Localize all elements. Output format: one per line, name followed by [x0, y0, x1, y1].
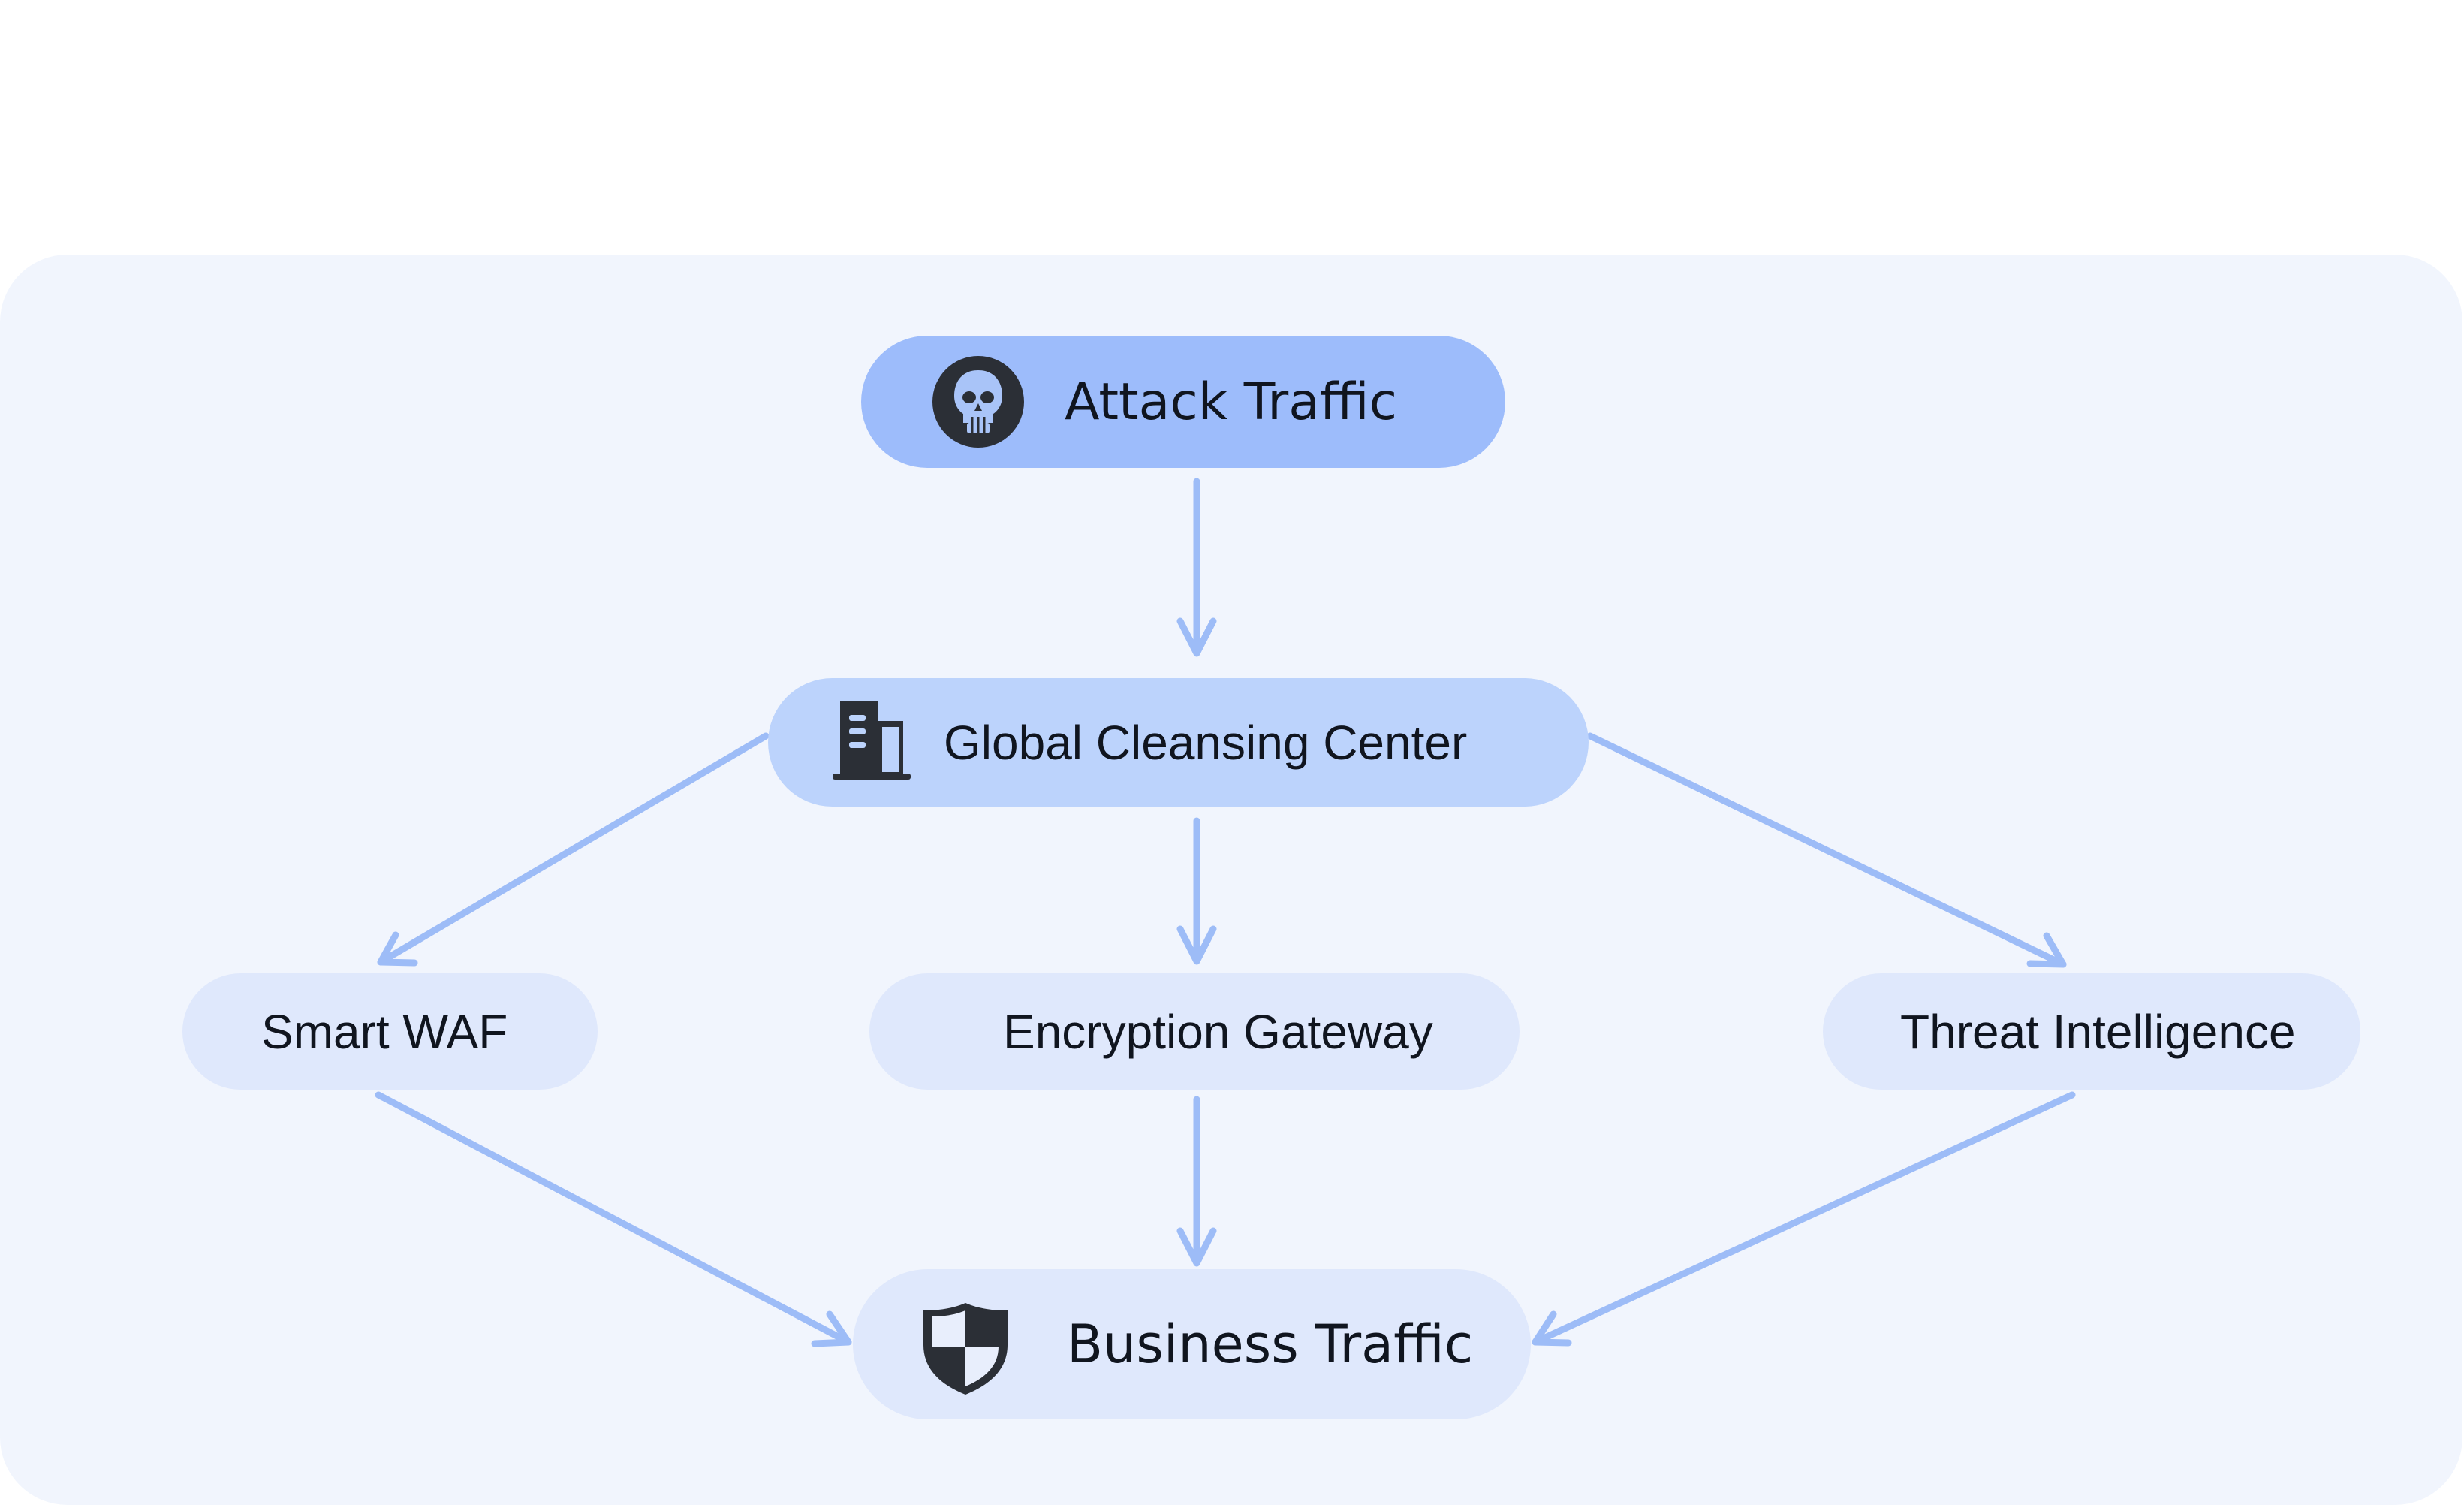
node-label: Encryption Gateway — [1003, 1004, 1433, 1059]
node-label: Attack Traffic — [1065, 372, 1397, 432]
node-global-cleansing-center: Global Cleansing Center — [768, 678, 1589, 807]
building-icon — [833, 700, 911, 785]
node-label: Threat Intelligence — [1900, 1004, 2296, 1059]
node-label: Smart WAF — [261, 1004, 508, 1059]
shield-icon — [920, 1301, 1011, 1400]
skull-icon — [932, 355, 1025, 452]
node-smart-waf: Smart WAF — [182, 973, 598, 1090]
node-threat-intelligence: Threat Intelligence — [1823, 973, 2360, 1090]
node-business-traffic: Business Traffic — [853, 1269, 1531, 1419]
node-label: Business Traffic — [1067, 1313, 1474, 1375]
node-encryption-gateway: Encryption Gateway — [869, 973, 1520, 1090]
node-attack-traffic: Attack Traffic — [861, 336, 1505, 468]
node-label: Global Cleansing Center — [944, 715, 1468, 770]
